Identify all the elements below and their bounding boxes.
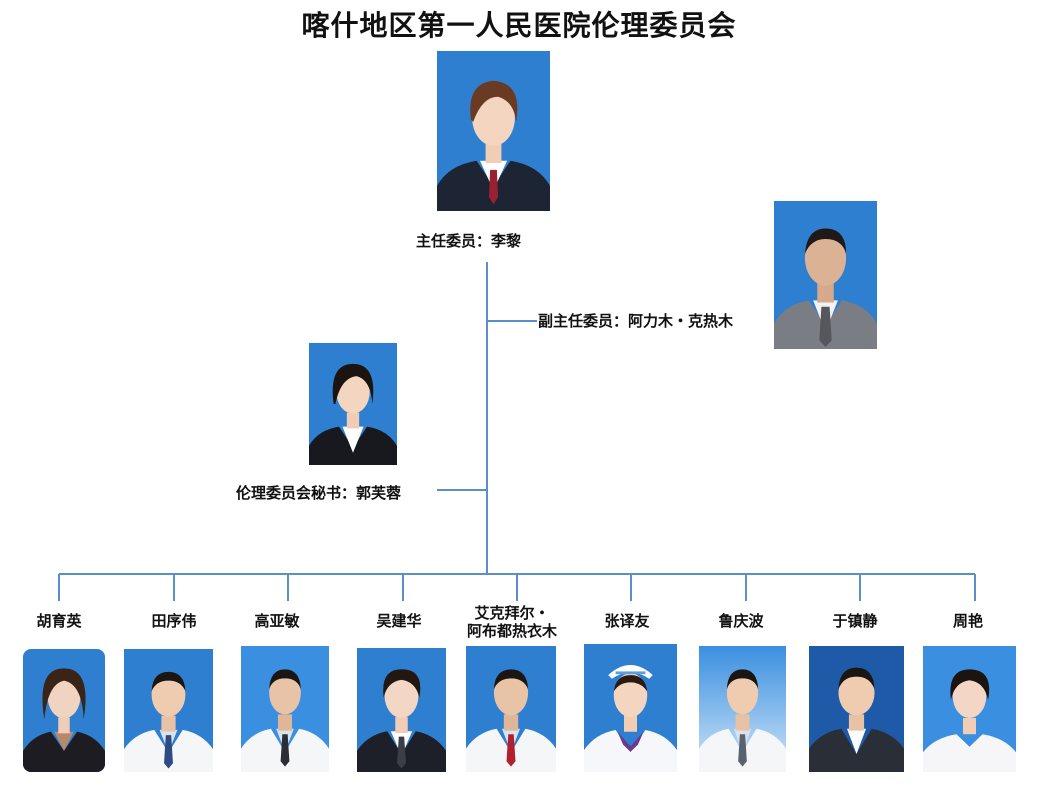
member-name: 张译友 (604, 612, 650, 630)
diagram-title: 喀什地区第一人民医院伦理委员会 (301, 9, 737, 42)
member-portrait (923, 646, 1016, 772)
secretary-label: 伦理委员会秘书：郭芙蓉 (236, 482, 401, 503)
member-name: 周艳 (952, 612, 983, 630)
member-portrait (357, 648, 446, 772)
member-name: 吴建华 (376, 612, 422, 630)
member-name: 胡育英 (36, 612, 82, 630)
member-portrait (584, 644, 677, 772)
vice-director-name: 阿力木・克热木 (628, 312, 734, 330)
member-portrait (466, 646, 556, 772)
member-name-line: 艾克拜尔・ (474, 604, 550, 622)
vice-director-portrait (774, 201, 877, 349)
member-name: 高亚敏 (254, 612, 300, 630)
director-portrait (437, 51, 550, 211)
role-separator: ： (341, 484, 357, 502)
secretary-name: 郭芙蓉 (356, 484, 402, 502)
member-portrait (241, 646, 329, 772)
member-portrait (23, 649, 105, 772)
member-name-line: 阿布都热衣木 (466, 622, 557, 640)
secretary-portrait (309, 343, 397, 465)
director-role: 主任委员 (416, 232, 477, 250)
secretary-role: 伦理委员会秘书 (236, 484, 342, 502)
member-name: 田序伟 (151, 612, 197, 630)
member-portrait (699, 646, 786, 772)
member-name: 于镇静 (832, 612, 878, 630)
director-name: 李黎 (491, 232, 522, 250)
role-separator: ： (613, 312, 629, 330)
role-separator: ： (476, 232, 492, 250)
member-name: 鲁庆波 (718, 612, 764, 630)
director-label: 主任委员：李黎 (416, 230, 521, 251)
member-portrait (124, 649, 213, 772)
vice-director-role: 副主任委员 (538, 312, 614, 330)
vice-director-label: 副主任委员：阿力木・克热木 (538, 310, 733, 331)
member-name: 艾克拜尔・ 阿布都热衣木 (457, 604, 567, 640)
member-portrait (809, 646, 904, 772)
